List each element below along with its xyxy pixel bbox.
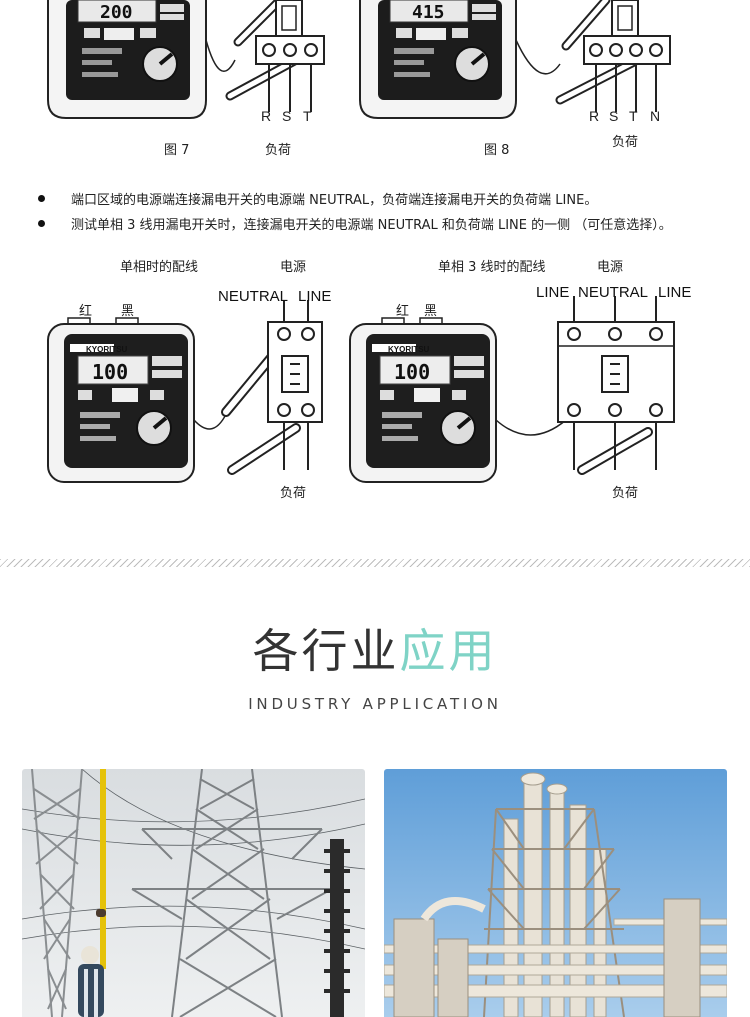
terminal-neutral-1: NEUTRAL (218, 288, 288, 305)
phase-label-r7: R (261, 108, 271, 124)
brand-logo-2: KYORITSU (388, 345, 430, 354)
phase-label-r8: R (589, 108, 599, 124)
list-item: 测试单相 3 线用漏电开关时，连接漏电开关的电源端 NEUTRAL 和负荷端 L… (38, 211, 738, 236)
phase-label-s8: S (609, 108, 618, 124)
lcd-value-three-wire: 100 (394, 360, 430, 384)
breaker-single-phase (267, 300, 323, 470)
lcd-value-figure7: 200 (100, 2, 133, 23)
three-wire-caption: 单相 3 线时的配线 (438, 260, 546, 275)
lead-black-label-2: 黑 (424, 304, 438, 319)
lcd-value-figure8: 415 (412, 2, 445, 23)
title-dark-part: 各行业 (252, 624, 400, 678)
figure7-caption: 图 7 (164, 143, 190, 158)
wiring-diagrams: KYORITSU 100 NEUTRAL LINE (47, 284, 691, 483)
bullet-icon (38, 195, 45, 202)
lead-black-label-1: 黑 (121, 304, 135, 319)
terminal-neutral-2: NEUTRAL (578, 284, 648, 301)
breaker-three-wire (557, 296, 675, 470)
lead-red-label-2: 红 (396, 304, 410, 319)
tester-figure8 (359, 0, 517, 119)
hatched-divider (0, 559, 750, 567)
figure8-load-label: 负荷 (612, 135, 639, 150)
lcd-value-single-phase: 100 (92, 360, 128, 384)
phase-label-s7: S (282, 108, 291, 124)
single-phase-caption: 单相时的配线 (120, 260, 199, 275)
terminal-line-1: LINE (298, 288, 331, 305)
lead-red-label-1: 红 (79, 304, 93, 319)
instruction-list: 端口区域的电源端连接漏电开关的电源端 NEUTRAL，负荷端连接漏电开关的负荷端… (38, 186, 738, 236)
title-accent-part: 应用 (399, 624, 498, 678)
section-title: 各行业应用 (0, 618, 750, 684)
top-figures-diagram: 200 R S T 415 (47, 0, 671, 124)
list-item: 端口区域的电源端连接漏电开关的电源端 NEUTRAL，负荷端连接漏电开关的负荷端… (38, 186, 738, 211)
three-wire-source-label: 电源 (597, 260, 624, 275)
terminal-line-right: LINE (658, 284, 691, 301)
bullet-icon (38, 220, 45, 227)
breaker-figure8 (583, 0, 671, 112)
chemical-plant-photo (384, 769, 727, 1017)
phase-label-t8: T (629, 108, 638, 124)
breaker-figure7 (255, 0, 325, 112)
figure7-load-label: 负荷 (265, 143, 292, 158)
phase-label-t7: T (303, 108, 312, 124)
single-phase-load-label: 负荷 (280, 486, 307, 501)
phase-label-n8: N (650, 108, 660, 124)
power-tower-photo (22, 769, 365, 1017)
tester-figure7 (47, 0, 207, 119)
tester-three-wire (349, 317, 497, 483)
brand-logo-1: KYORITSU (86, 345, 128, 354)
instruction-text: 测试单相 3 线用漏电开关时，连接漏电开关的电源端 NEUTRAL 和负荷端 L… (71, 218, 672, 233)
section-subtitle: INDUSTRY APPLICATION (248, 695, 502, 713)
figure8-caption: 图 8 (484, 143, 510, 158)
instruction-text: 端口区域的电源端连接漏电开关的电源端 NEUTRAL，负荷端连接漏电开关的负荷端… (71, 193, 598, 208)
three-wire-load-label: 负荷 (612, 486, 639, 501)
single-phase-source-label: 电源 (280, 260, 307, 275)
tester-single-phase (47, 317, 195, 483)
terminal-line-left: LINE (536, 284, 569, 301)
